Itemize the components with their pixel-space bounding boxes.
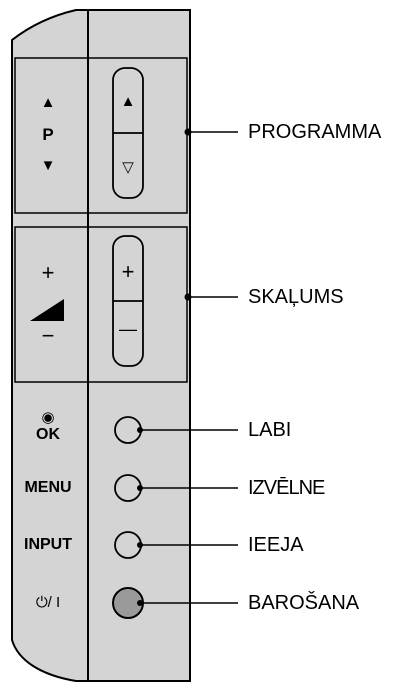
programme-down-symbol: ▼ [40, 157, 56, 174]
volume-wedge-icon [30, 299, 64, 321]
rocker-plus-icon: + [121, 259, 135, 284]
callout-labi: LABI [248, 419, 292, 441]
volume-minus-symbol: − [41, 323, 55, 348]
callout-barosana: BAROŠANA [248, 592, 360, 614]
volume-plus-symbol: + [41, 260, 55, 285]
power-marking: ⏻/ I [35, 594, 61, 611]
callout-programma: PROGRAMMA [248, 121, 382, 143]
rocker-up-icon: ▲ [120, 93, 136, 110]
leader-lines [140, 131, 238, 604]
rocker-minus-icon: — [119, 319, 137, 339]
callout-ieeja: IEEJA [248, 534, 304, 556]
menu-marking: MENU [24, 479, 72, 496]
ok-marking: OK [36, 426, 60, 443]
programme-letter: P [42, 125, 54, 144]
callout-skalums: SKAĻUMS [248, 286, 344, 308]
programme-group-box [14, 57, 188, 214]
rocker-down-icon: ▽ [122, 159, 134, 176]
programme-up-symbol: ▲ [40, 94, 56, 111]
ok-symbol-icon: ◉ [41, 409, 55, 426]
tv-side-bezel [11, 9, 191, 682]
callout-izvelne: IZVĒLNE [248, 477, 325, 499]
input-marking: INPUT [24, 536, 72, 553]
volume-group-box [14, 226, 188, 383]
leader-dots [137, 128, 192, 606]
